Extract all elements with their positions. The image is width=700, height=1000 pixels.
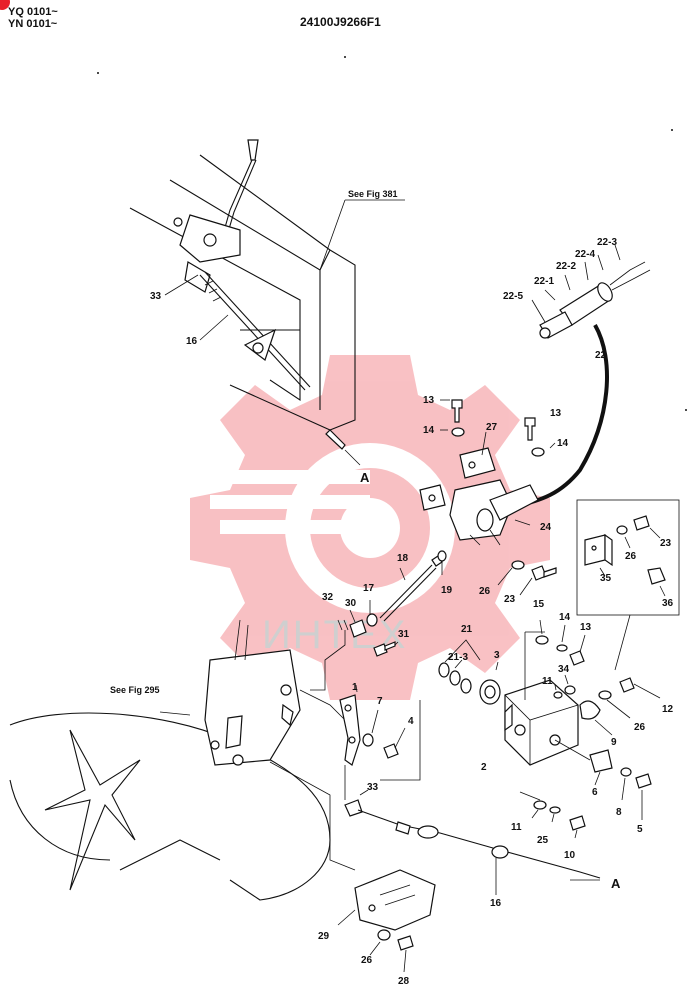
drawing-number: 24100J9266F1 [300,15,381,29]
part-label: 5 [637,824,643,835]
part-label: 14 [557,438,569,449]
part-label: 13 [580,622,592,633]
scan-specks [97,56,687,411]
part-label: 23 [660,538,672,549]
part-labels: See Fig 381 See Fig 295 A A 33 16 22-1 2… [110,189,674,987]
part-label: 8 [616,807,622,818]
part-label: 34 [558,664,570,675]
part-label: 22-3 [597,237,617,248]
part-label: 13 [423,395,435,406]
part-label: 32 [322,592,334,603]
part-label: 17 [363,583,375,594]
part-label: 22-1 [534,276,554,287]
part-label: 26 [634,722,646,733]
part-label: 10 [564,850,576,861]
ref-see-fig-295: See Fig 295 [110,685,160,695]
washer-stack-21 [438,639,501,705]
rod-18-assembly [337,550,447,657]
part-label: 26 [625,551,637,562]
part-label: 28 [398,976,410,987]
part-label: 26 [479,586,491,597]
watermark-logo [190,355,550,700]
part-label: 26 [361,955,373,966]
part-label: 22-4 [575,249,595,260]
part-label: 16 [186,336,198,347]
part-label: 22-5 [503,291,523,302]
connection-marker-lower: A [611,876,621,891]
ref-see-fig-381: See Fig 381 [348,189,398,199]
part-label: 22-2 [556,261,576,272]
part-label: 27 [486,422,498,433]
mid-bracket-assembly [419,399,556,546]
bracket-29-assembly [337,869,436,973]
part-label: 7 [377,696,383,707]
part-label: 31 [398,629,410,640]
part-label: 25 [537,835,549,846]
part-label: 35 [600,573,612,584]
corner-logo-mark [0,0,10,10]
part-label: 19 [441,585,453,596]
serial-range-2: YN 0101~ [8,18,58,30]
part-label: 13 [550,408,562,419]
upper-console-assembly [129,139,405,466]
part-label: 22 [595,350,607,361]
part-label: 14 [423,425,435,436]
detail-inset-box [576,499,680,671]
connection-marker-upper: A [360,470,370,485]
part-label: 16 [490,898,502,909]
part-label: 4 [408,716,414,727]
part-label: 1 [352,682,358,693]
part-label: 11 [542,676,553,687]
part-label: 30 [345,598,357,609]
bracket-2-assembly [362,619,661,839]
part-label: 33 [367,782,379,793]
part-label: 14 [559,612,571,623]
engine-fan-region [9,619,356,901]
serial-range-1: YQ 0101~ [8,6,58,18]
part-label: 12 [662,704,674,715]
part-label: 18 [397,553,409,564]
lever-1-and-cable-16 [339,684,601,895]
part-label: 3 [494,650,500,661]
part-label: 11 [511,822,522,833]
part-label: 36 [662,598,674,609]
part-label: 21-3 [448,652,468,663]
actuator-cylinder-22 [519,244,651,507]
part-label: 15 [533,599,545,610]
part-label: 24 [540,522,552,533]
part-label: 6 [592,787,598,798]
bolt-23-washer-26 [497,560,557,596]
part-label: 29 [318,931,330,942]
part-label: 2 [481,762,487,773]
part-label: 33 [150,291,162,302]
part-label: 9 [611,737,617,748]
part-label: 23 [504,594,516,605]
part-label: 21 [461,624,473,635]
